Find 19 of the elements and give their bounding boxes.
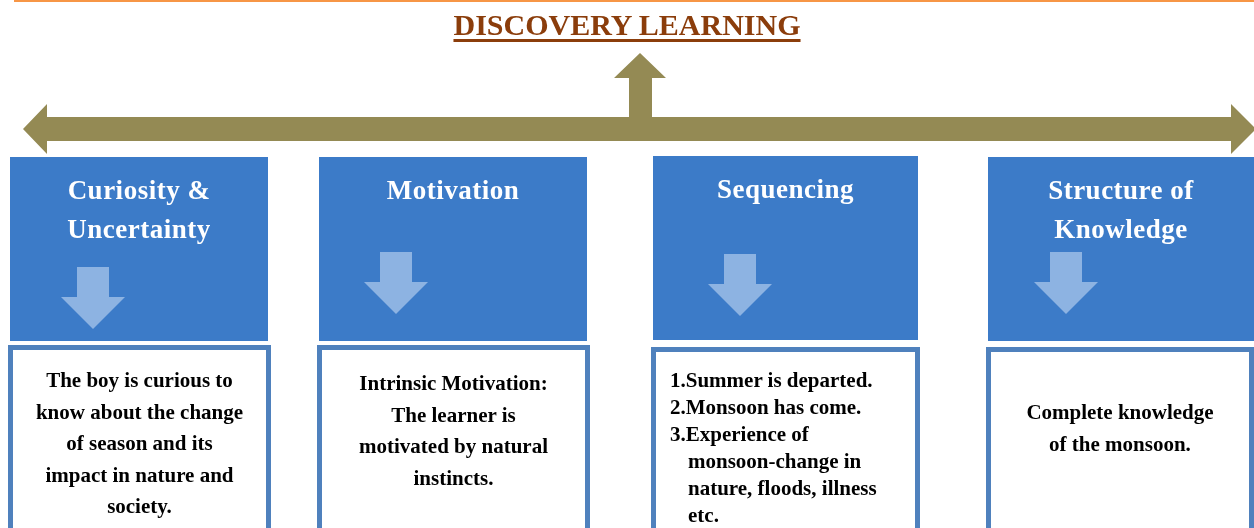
category-box (653, 156, 918, 340)
category-heading: Sequencing (715, 173, 855, 206)
category-box (10, 157, 268, 341)
description-text: The boy is curious to know about the change of season and its impact in nature and society. (35, 367, 244, 520)
list-item: 2.Monsoon has come. (670, 394, 863, 421)
description-box (317, 345, 590, 528)
description-box (986, 347, 1254, 528)
category-heading: Motivation (385, 174, 521, 207)
category-box (988, 157, 1254, 341)
description-box (8, 345, 271, 528)
category-heading: Structure of Knowledge (1047, 174, 1195, 246)
list-item: 3.Experience of monsoon-change in nature, floods, illness etc. (670, 421, 878, 528)
category-box (319, 157, 587, 341)
diagram-title: DISCOVERY LEARNING (453, 8, 801, 42)
description-text: Intrinsic Motivation: The learner is motivated by natural instincts. (358, 370, 549, 492)
description-text: Complete knowledge of the monsoon. (1025, 399, 1215, 458)
category-heading: Curiosity & Uncertainty (66, 174, 212, 246)
list-item: 1.Summer is departed. (670, 367, 874, 394)
description-box (651, 347, 920, 528)
